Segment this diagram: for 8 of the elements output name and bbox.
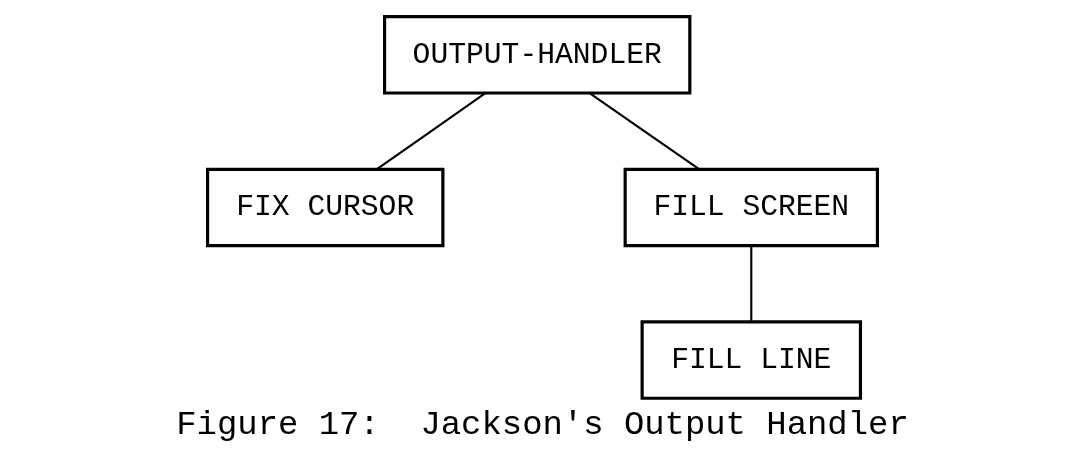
node-box: OUTPUT-HANDLER [382, 15, 691, 95]
connector [749, 246, 752, 322]
connector [588, 92, 699, 170]
caption: Figure 17: Jackson's Output Handler [175, 405, 909, 444]
connector [376, 92, 486, 170]
node-box: FILL LINE [640, 320, 862, 400]
node-box: FILL SCREEN [623, 167, 879, 248]
node-box: FIX CURSOR [205, 167, 444, 248]
